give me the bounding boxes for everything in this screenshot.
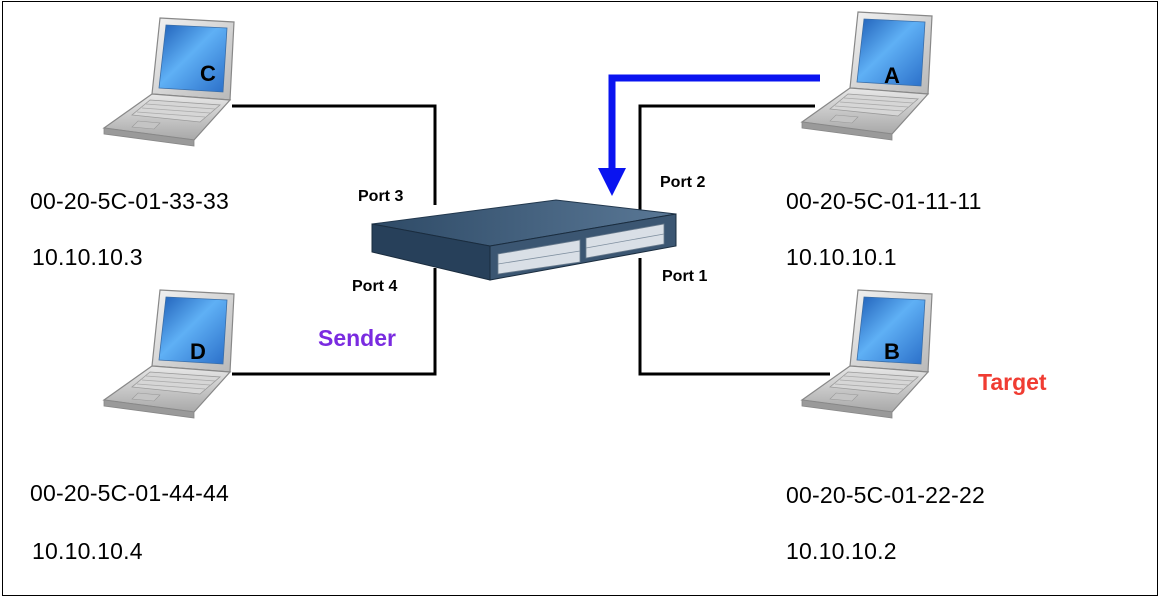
host-a-mac: 00-20-5C-01-11-11 — [786, 188, 982, 214]
host-c-mac: 00-20-5C-01-33-33 — [30, 188, 230, 214]
sender-label: Sender — [318, 325, 396, 351]
arrow-icon — [598, 74, 820, 196]
host-c-ip: 10.10.10.3 — [32, 244, 143, 270]
port-label: Port 2 — [660, 174, 706, 191]
cable-b — [638, 258, 830, 376]
laptop-icon — [801, 289, 933, 419]
host-letter: B — [884, 339, 900, 364]
host-d-ip: 10.10.10.4 — [32, 538, 143, 564]
laptop-icon — [103, 289, 235, 419]
cable-d — [232, 268, 437, 376]
port-label: Port 4 — [352, 278, 398, 295]
laptop-icon — [801, 11, 933, 141]
target-label: Target — [978, 369, 1047, 395]
cable-a — [638, 104, 815, 212]
host-letter: D — [190, 339, 206, 364]
host-d-mac: 00-20-5C-01-44-44 — [30, 480, 230, 506]
port-label: Port 3 — [358, 188, 404, 205]
host-letter: C — [200, 61, 216, 86]
host-letter: A — [884, 63, 900, 88]
network-switch-icon — [371, 199, 677, 281]
host-a-ip: 10.10.10.1 — [786, 244, 897, 270]
host-b-mac: 00-20-5C-01-22-22 — [786, 482, 986, 508]
cable-c — [232, 104, 437, 205]
port-label: Port 1 — [662, 268, 708, 285]
host-b-ip: 10.10.10.2 — [786, 538, 897, 564]
